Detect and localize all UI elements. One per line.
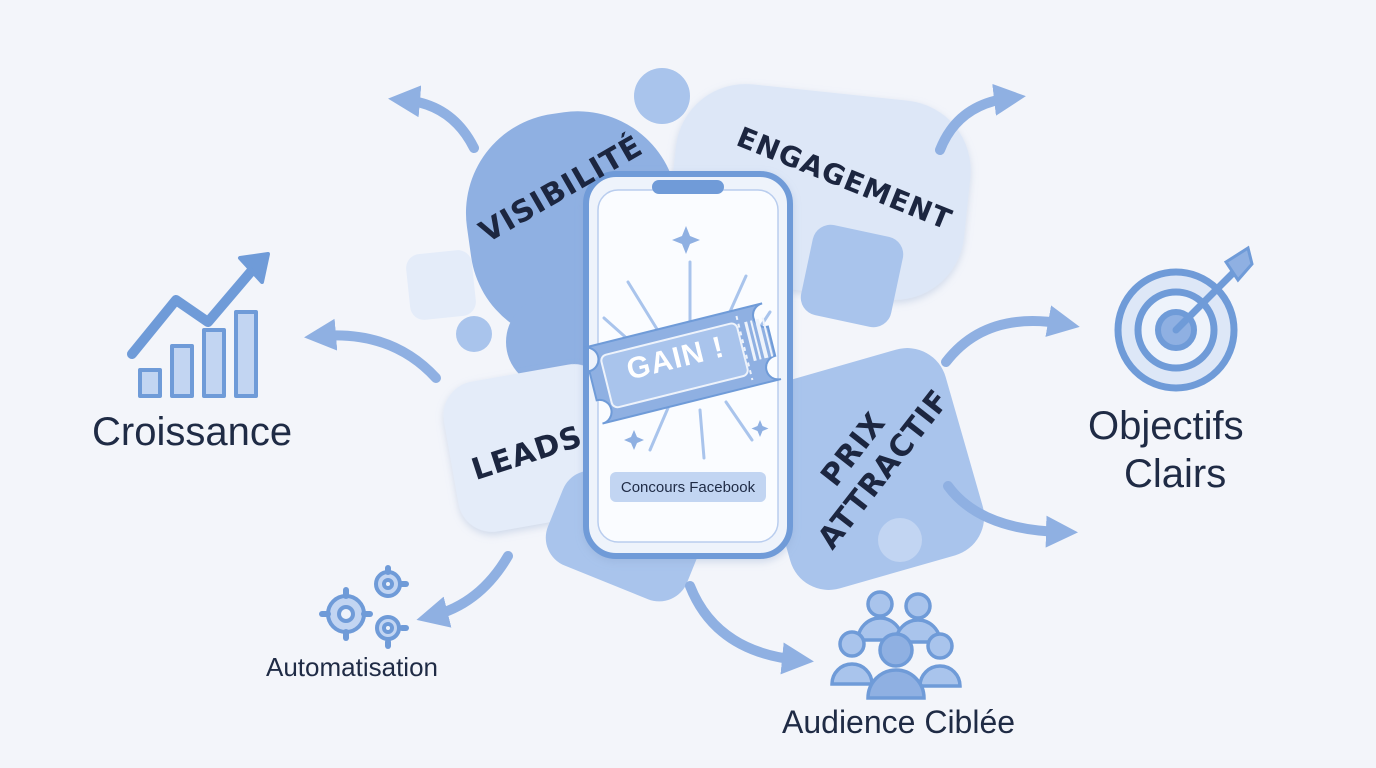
sparkles	[624, 226, 769, 450]
objectifs-label: Objectifs	[1088, 404, 1244, 448]
arrow-to-objectifs-lower	[943, 481, 1078, 548]
clairs-label: Clairs	[1124, 452, 1227, 496]
small-dot-right	[878, 518, 922, 562]
small-dot-left	[456, 316, 492, 352]
concours-facebook-label: Concours Facebook	[620, 478, 756, 496]
gears-icon	[319, 565, 409, 649]
top-bubble	[634, 68, 690, 124]
ticket	[583, 302, 782, 425]
people-icon	[830, 590, 962, 700]
arrow-to-automatisation	[416, 551, 513, 628]
prix-blob	[751, 348, 985, 590]
croissance-label: Croissance	[92, 410, 293, 454]
arrow-to-audience	[685, 581, 814, 675]
audience-ciblee-label: Audience Ciblée	[782, 704, 1016, 740]
arrows	[304, 83, 1080, 675]
arrow-to-top-left	[388, 85, 479, 153]
target-icon	[1114, 245, 1254, 392]
square-right	[800, 224, 904, 328]
arrow-to-objectifs	[941, 305, 1080, 367]
arrow-to-croissance	[304, 318, 441, 383]
concours-facebook-button[interactable]: Concours Facebook	[610, 472, 766, 502]
arrow-to-top-right	[935, 83, 1026, 155]
automatisation-label: Automatisation	[266, 652, 438, 682]
growth-chart-icon	[127, 252, 270, 398]
small-square-left	[406, 250, 476, 320]
